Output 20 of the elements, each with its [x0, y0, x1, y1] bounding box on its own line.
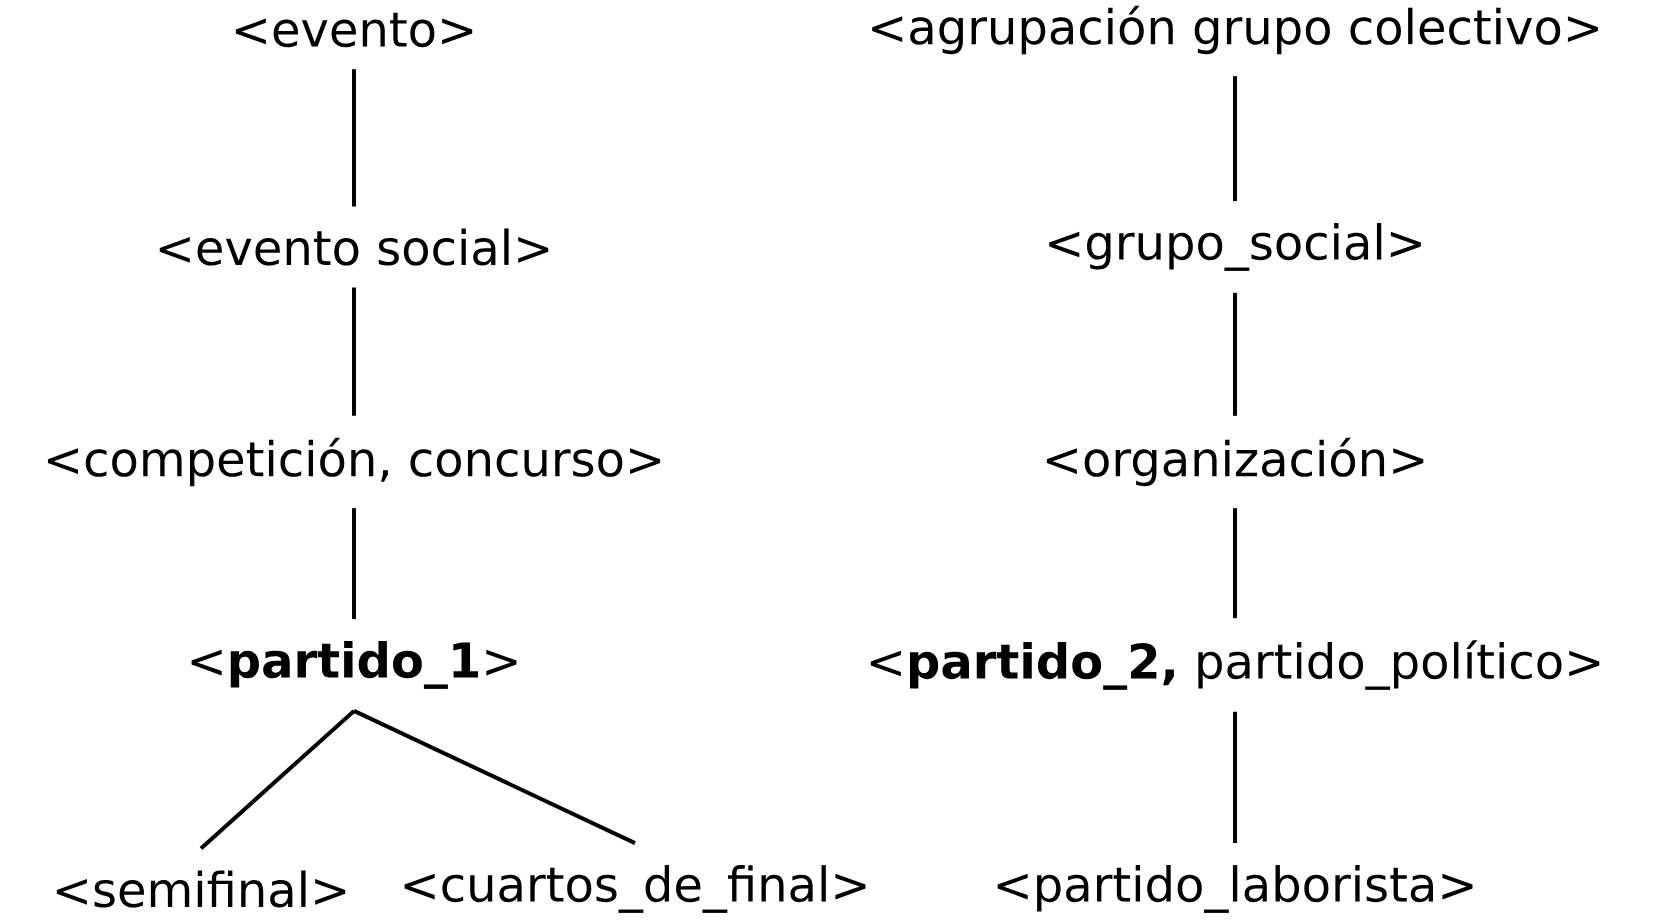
tree-line: [353, 709, 636, 845]
term-label: <partido_laborista>: [997, 865, 1473, 913]
term-label: <organización>: [1046, 437, 1424, 487]
tree-line: [352, 287, 356, 416]
term-label: <grupo_social>: [1049, 223, 1421, 271]
tree-line: [1233, 508, 1237, 619]
tree-line: [352, 69, 356, 207]
term-label: <cuartos_de_final>: [404, 865, 866, 913]
tree-line: [199, 709, 356, 850]
tree-line: [1233, 711, 1237, 844]
term-label: <evento social>: [159, 228, 549, 266]
tree-line: [1233, 292, 1237, 416]
term-label: <agrupación grupo colectivo>: [872, 5, 1598, 55]
term-label: <competición, concurso>: [47, 437, 661, 487]
term-label: <partido_1>: [191, 641, 517, 689]
term-label: <partido_2, partido_político>: [870, 640, 1600, 690]
term-label: <semifinal>: [56, 870, 346, 908]
tree-line: [352, 508, 356, 620]
tree-line: [1233, 76, 1237, 202]
term-label: <evento>: [235, 12, 473, 48]
